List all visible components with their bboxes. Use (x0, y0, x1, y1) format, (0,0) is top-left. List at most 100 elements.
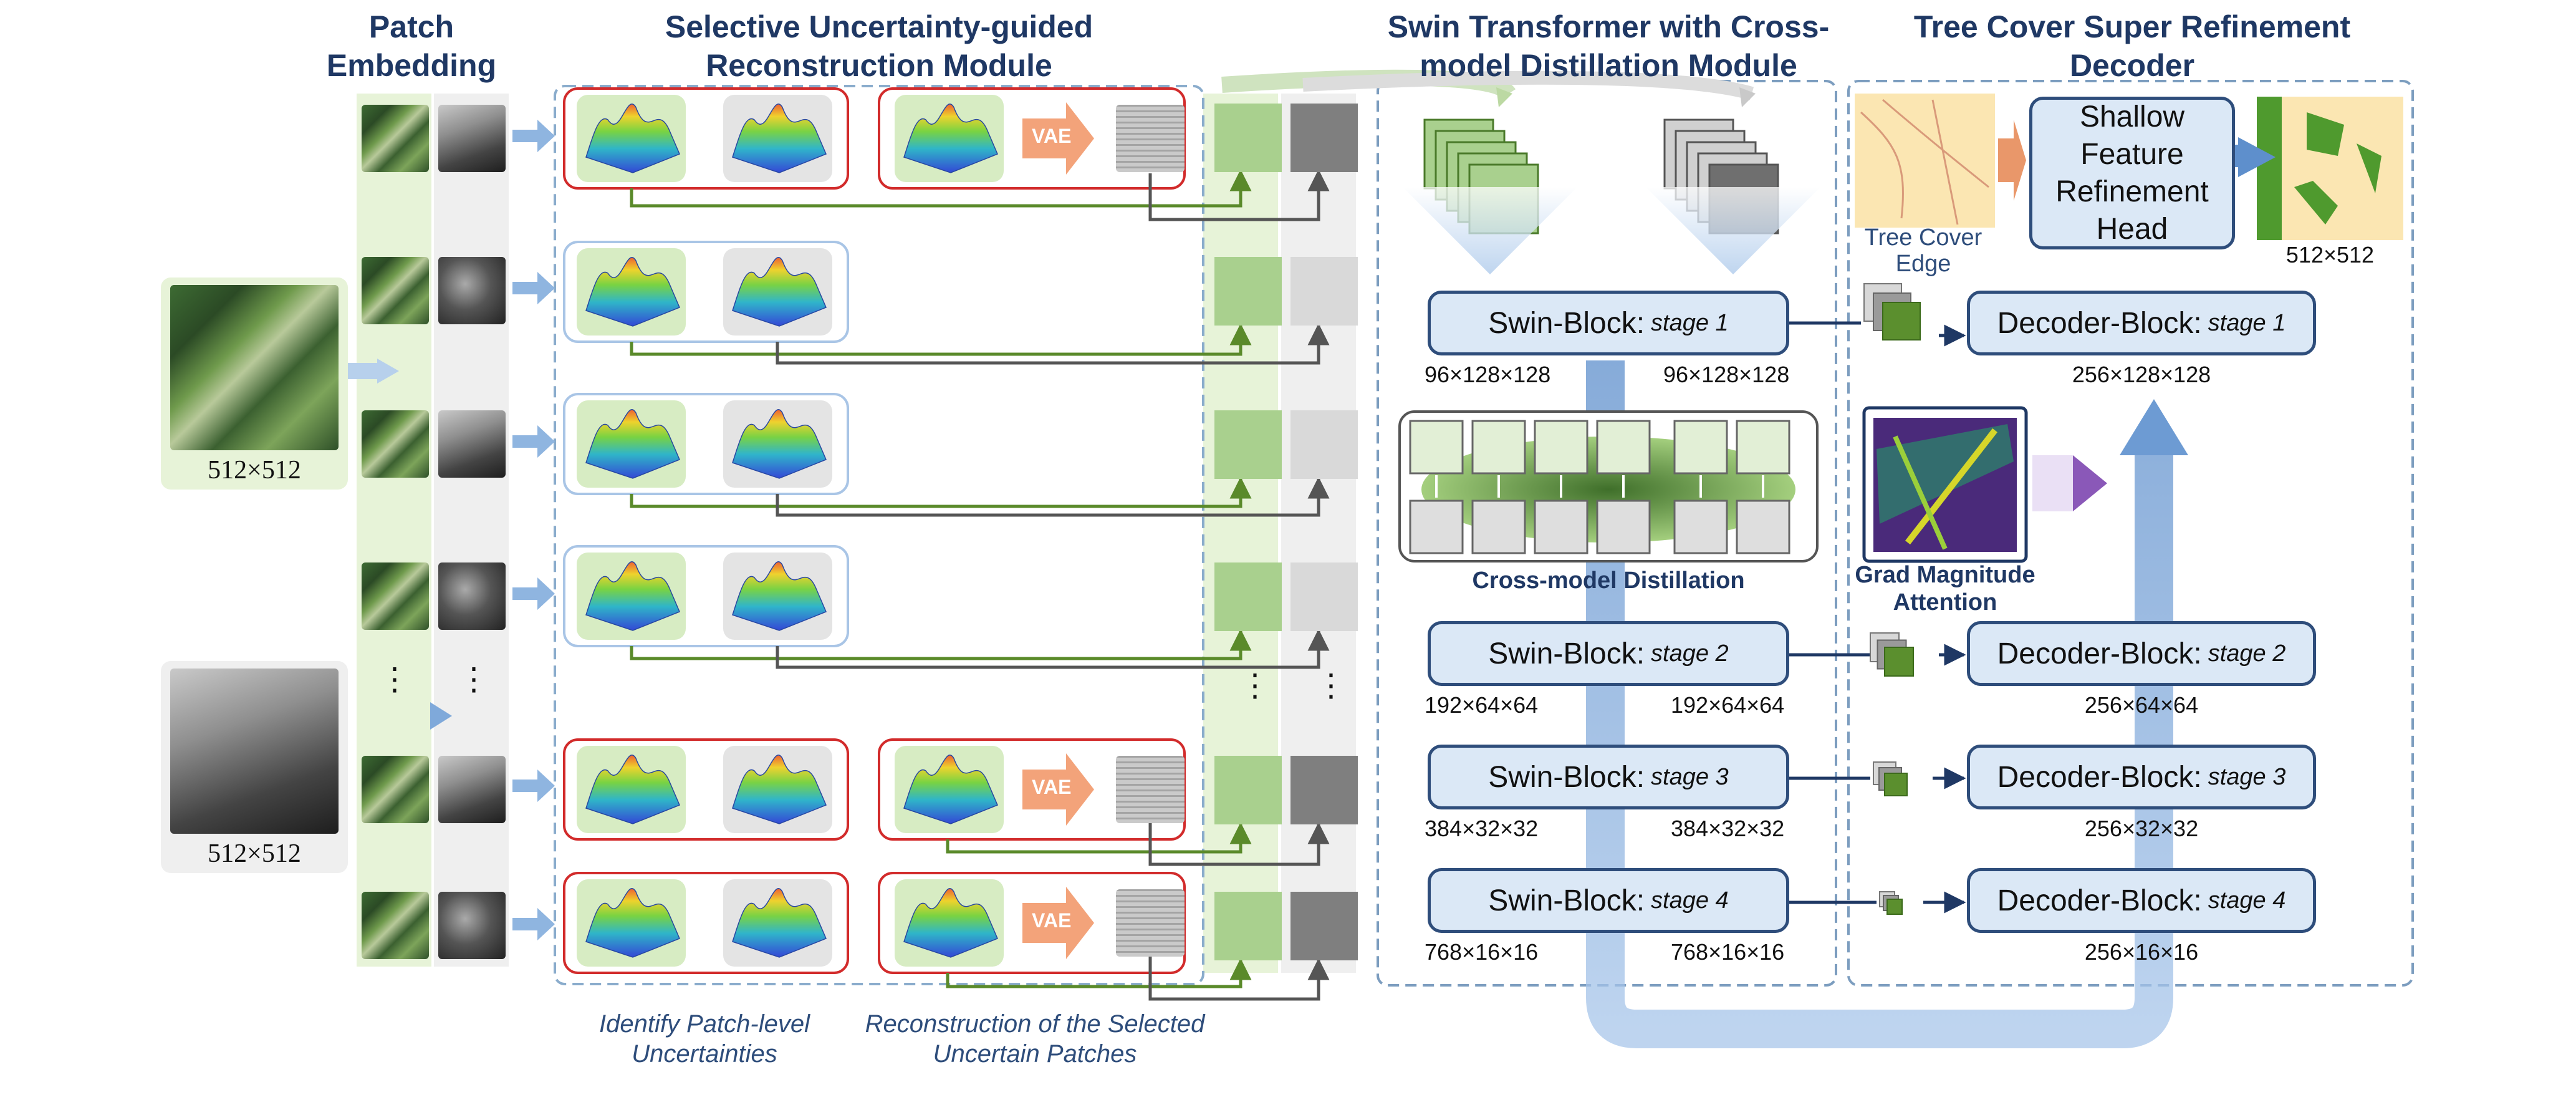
distill-student-square (1534, 500, 1588, 554)
swin-dim-right-3: 384×32×32 (1671, 816, 1785, 841)
header-decoder: Tree Cover Super Refinement Decoder (1858, 7, 2406, 85)
swin-stage-label: stage 2 (1651, 640, 1729, 667)
surface-plot (585, 104, 680, 173)
rgb-input-panel: 512×512 (161, 278, 348, 490)
header-surm: Selective Uncertainty-guided Reconstruct… (561, 7, 1197, 85)
feature-cube-stage3 (1884, 773, 1908, 796)
swin-stage-label: stage 4 (1651, 887, 1729, 914)
feature-cube-stage2 (1884, 647, 1914, 677)
vae-reconstruction-row1 (1116, 105, 1185, 172)
decoder-block-stage3: Decoder-Block:stage 3 (1967, 745, 2316, 809)
vae-label-row1: VAE (1032, 125, 1072, 147)
header-line: Reconstruction Module (706, 48, 1052, 83)
swin-stage-label: stage 1 (1651, 309, 1729, 336)
header-line: Decoder (2069, 48, 2195, 83)
swin-stage-label: stage 3 (1651, 763, 1729, 790)
dsm-patch-tile (438, 756, 506, 823)
swin-block-stage1: Swin-Block:stage 1 (1428, 291, 1789, 355)
decoder-dim-1: 256×128×128 (2072, 362, 2211, 387)
rgb-patch-tile (362, 410, 429, 478)
edge-line: Edge (1895, 251, 1951, 277)
caption-reconstruct: Reconstruction of the Selected Uncertain… (854, 1009, 1216, 1069)
swin-block-label: Swin-Block: (1488, 637, 1645, 670)
cross-model-distillation-label: Cross-model Distillation (1472, 567, 1745, 594)
vae-reconstruction-row7 (1116, 889, 1185, 957)
header-line: model Distillation Module (1420, 48, 1797, 83)
surface-plot (585, 409, 680, 479)
distill-teacher-square (1736, 420, 1790, 475)
surface-plot (732, 888, 827, 958)
distill-teacher-square (1534, 420, 1588, 475)
vae-label-row6: VAE (1032, 776, 1072, 798)
header-line: Patch (368, 9, 454, 44)
distill-student-square (1736, 500, 1790, 554)
rgb-patch-tile (362, 756, 429, 823)
caption-line: Reconstruction of the Selected (865, 1010, 1205, 1038)
decoder-block-label: Decoder-Block: (1997, 637, 2202, 670)
tree-cover-edge-label: Tree Cover Edge (1845, 224, 2001, 277)
surface-plot (585, 257, 680, 327)
distill-student-square (1673, 500, 1728, 554)
decoder-dim-4: 256×16×16 (2084, 939, 2199, 965)
swin-dim-left-3: 384×32×32 (1425, 816, 1539, 841)
rgb-input-size: 512×512 (208, 456, 301, 485)
swin-block-stage4: Swin-Block:stage 4 (1428, 868, 1789, 933)
head-line: Refinement (2055, 175, 2209, 208)
decoder-block-label: Decoder-Block: (1997, 760, 2202, 794)
decoder-dim-2: 256×64×64 (2084, 692, 2199, 718)
rgb-input-image (170, 285, 339, 450)
surface-plot (903, 755, 998, 824)
rgb-patch-tile (362, 257, 429, 324)
caption-line: Uncertain Patches (933, 1040, 1137, 1068)
grad-line: Grad Magnitude (1855, 562, 2035, 588)
decoder-block-stage1: Decoder-Block:stage 1 (1967, 291, 2316, 355)
surface-plot (732, 561, 827, 631)
header-line: Tree Cover Super Refinement (1913, 9, 2351, 44)
distill-teacher-square (1673, 420, 1728, 475)
surface-plot (903, 888, 998, 958)
surface-plot (732, 409, 827, 479)
surface-plot (585, 755, 680, 824)
surface-plot (732, 755, 827, 824)
output-size: 512×512 (2285, 242, 2375, 268)
decoder-block-stage2: Decoder-Block:stage 2 (1967, 621, 2316, 686)
decoder-dim-3: 256×32×32 (2084, 816, 2199, 841)
feature-cube-stage4 (1886, 899, 1903, 915)
caption-identify: Identify Patch-level Uncertainties (561, 1009, 848, 1069)
header-patch-embedding: Patch Embedding (324, 7, 499, 85)
decoder-block-label: Decoder-Block: (1997, 884, 2202, 917)
swin-dim-left-2: 192×64×64 (1425, 692, 1539, 718)
decoder-stage-label: stage 4 (2208, 887, 2286, 914)
ellipsis-token-green: ⋮ (1239, 668, 1271, 703)
header-swin: Swin Transformer with Cross- model Disti… (1359, 7, 1858, 85)
distill-student-square (1471, 500, 1526, 554)
swin-block-label: Swin-Block: (1488, 884, 1645, 917)
swin-dim-right-2: 192×64×64 (1671, 692, 1785, 718)
dsm-input-image (170, 669, 339, 834)
swin-dim-left-1: 96×128×128 (1425, 362, 1551, 387)
rgb-patch-tile (362, 562, 429, 630)
header-line: Selective Uncertainty-guided (665, 9, 1093, 44)
surface-plot (732, 257, 827, 327)
ellipsis-patch-dsm: ⋮ (458, 662, 489, 697)
vae-reconstruction-row6 (1116, 756, 1185, 823)
dsm-input-panel: 512×512 (161, 661, 348, 873)
head-line: Shallow (2079, 100, 2185, 133)
decoder-block-label: Decoder-Block: (1997, 306, 2202, 340)
caption-line: Identify Patch-level (599, 1010, 810, 1038)
distill-teacher-square (1596, 420, 1651, 475)
swin-dim-left-4: 768×16×16 (1425, 939, 1539, 965)
decoder-stage-label: stage 1 (2208, 309, 2286, 336)
distill-student-square (1409, 500, 1464, 554)
head-line: Feature (2080, 137, 2184, 171)
dsm-input-size: 512×512 (208, 839, 301, 868)
shallow-feature-refinement-head: Shallow Feature Refinement Head (2029, 97, 2235, 249)
distill-teacher-square (1409, 420, 1464, 475)
grad-line: Attention (1893, 589, 1997, 616)
edge-line: Tree Cover (1864, 224, 1982, 251)
swin-block-stage2: Swin-Block:stage 2 (1428, 621, 1789, 686)
rgb-patch-tile (362, 892, 429, 959)
header-line: Embedding (326, 48, 497, 83)
grad-magnitude-attention-label: Grad Magnitude Attention (1845, 561, 2045, 616)
